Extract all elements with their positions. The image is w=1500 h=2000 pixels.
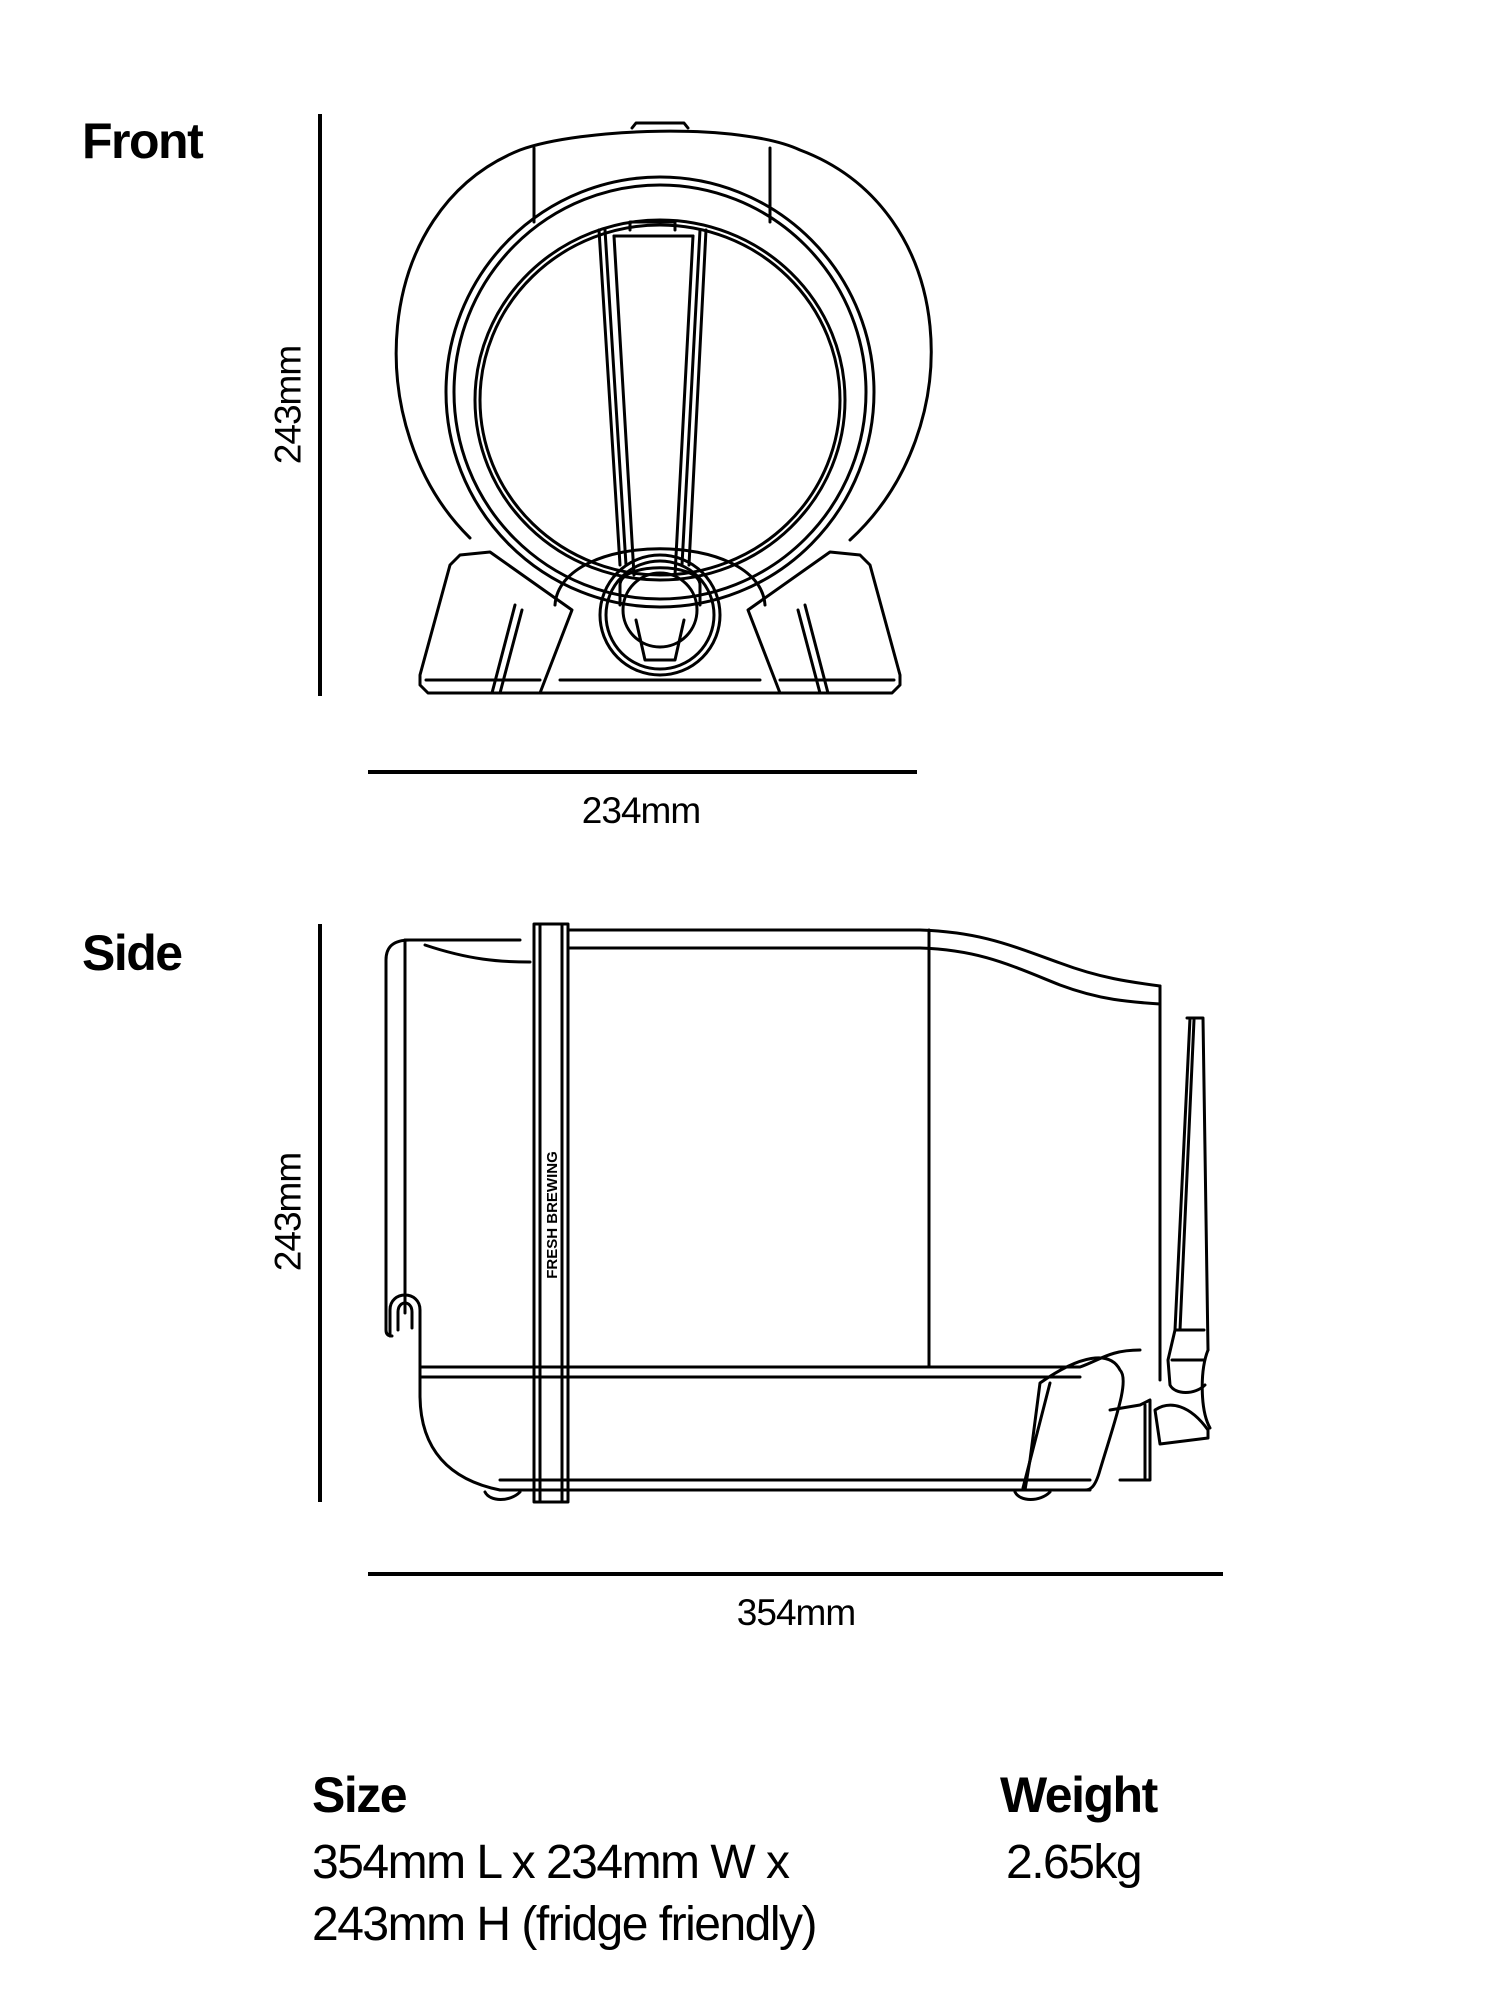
front-view-label: Front: [82, 113, 204, 169]
size-value-line-2: 243mm H (fridge friendly): [312, 1898, 818, 1951]
weight-spec: Weight 2.65kg: [1000, 1767, 1158, 1894]
weight-heading: Weight: [1000, 1767, 1158, 1823]
weight-value: 2.65kg: [1006, 1836, 1143, 1889]
side-view-label: Side: [82, 925, 183, 981]
size-heading: Size: [312, 1767, 408, 1823]
side-length-dimension-label: 354mm: [736, 1592, 856, 1633]
size-spec: Size 354mm L x 234mm W x 243mm H (fridge…: [312, 1767, 818, 1956]
size-value-line-1: 354mm L x 234mm W x: [312, 1836, 790, 1889]
front-width-dimension-line: [368, 770, 917, 774]
strap-brand-text: FRESH BREWING: [544, 1151, 561, 1279]
side-height-dimension-line: [318, 924, 322, 1502]
side-length-dimension-line: [368, 1572, 1223, 1576]
front-height-dimension-line: [318, 114, 322, 696]
front-width-dimension-label: 234mm: [581, 790, 701, 831]
